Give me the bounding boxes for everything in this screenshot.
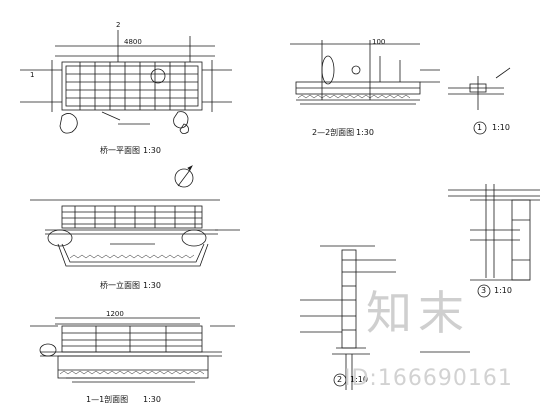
detail-2-scale: 1:10 [350,375,368,384]
gravel-fill-b [59,370,205,375]
detail-3-scale: 1:10 [494,286,512,295]
section-1-1-scale: 1:30 [143,395,161,404]
north-arrow [174,165,194,188]
detail-2-view [300,245,470,390]
cut-mark-2: 2 [116,21,121,29]
plan-view [20,30,232,134]
elevation-view-scale: 1:30 [143,281,161,290]
small-dimension: 100 [372,38,386,46]
detail-2-label: 2 [337,375,343,384]
detail-1-scale: 1:10 [492,123,510,132]
watermark-id: ID:166690161 [344,366,513,391]
section-1-1-title: 1—1剖面图 [86,395,129,404]
detail-3-label: 3 [481,286,487,295]
plan-view-title: 桥一平面图 [100,146,140,155]
overall-dimension: 4800 [124,38,142,46]
section-2-2-view [290,40,440,105]
segment-dimension: 1200 [106,310,124,318]
section-2-2-scale: 1:30 [356,128,374,137]
section-2-2-title: 2—2剖面图 [312,128,355,137]
gravel-fill-c [297,94,411,99]
elevation-view [30,199,240,267]
section-1-1-view [30,317,235,383]
elevation-view-title: 桥一立面图 [100,281,140,290]
gravel-fill-a [69,254,195,259]
watermark-brand: 知末 [366,286,470,340]
detail-1-label: 1 [477,123,483,132]
cut-mark-1: 1 [30,71,35,79]
detail-1-view [448,67,511,135]
detail-3-view [448,184,540,298]
plan-view-scale: 1:30 [143,146,161,155]
